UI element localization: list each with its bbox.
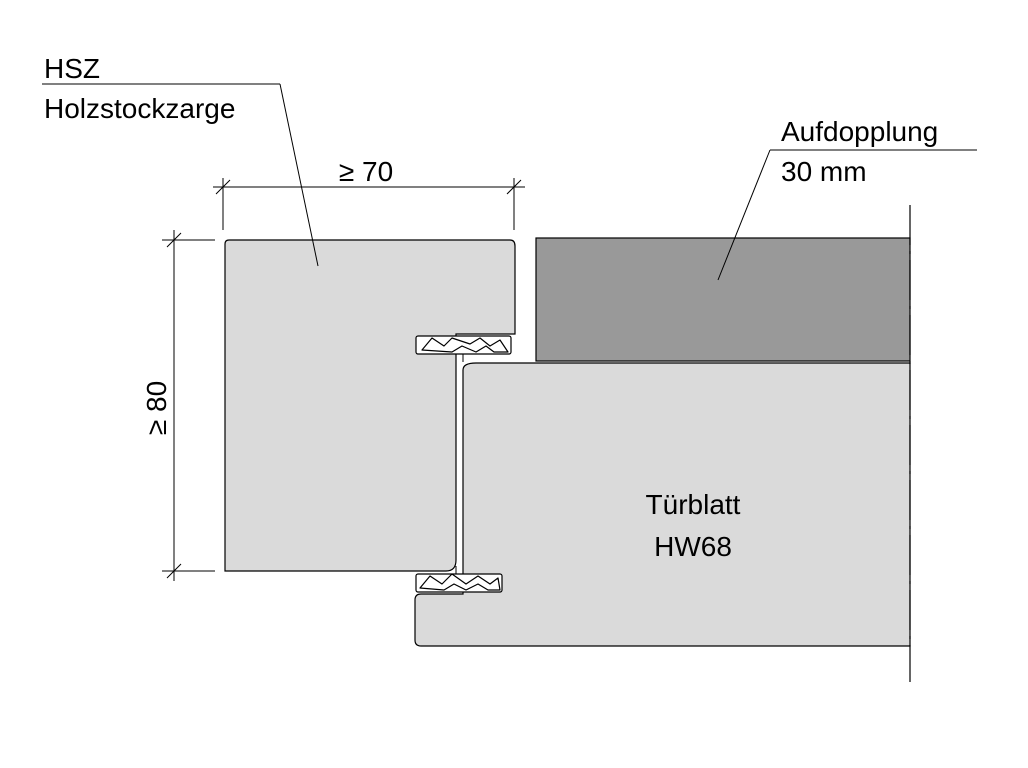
lining-name-label: Aufdopplung xyxy=(781,116,938,147)
dimension-width-label: ≥ 70 xyxy=(339,156,393,187)
lower-seal-profile xyxy=(415,566,503,593)
leaf-model-label: HW68 xyxy=(654,531,732,562)
frame-code-label: HSZ xyxy=(44,53,100,84)
lining-aufdopplung xyxy=(535,237,911,362)
dimension-width: ≥ 70 xyxy=(213,156,525,230)
leader-lining: Aufdopplung 30 mm xyxy=(717,116,977,281)
leaf-name-label: Türblatt xyxy=(646,489,741,520)
dimension-height-label: ≥ 80 xyxy=(141,381,172,435)
upper-seal-profile xyxy=(415,335,512,362)
dimension-height: ≥ 80 xyxy=(141,230,215,581)
leader-frame: HSZ Holzstockzarge xyxy=(42,53,319,267)
door-leaf-tuerblatt xyxy=(414,362,911,647)
frame-holzstockzarge xyxy=(224,239,516,572)
lining-thickness-label: 30 mm xyxy=(781,156,867,187)
frame-name-label: Holzstockzarge xyxy=(44,93,235,124)
